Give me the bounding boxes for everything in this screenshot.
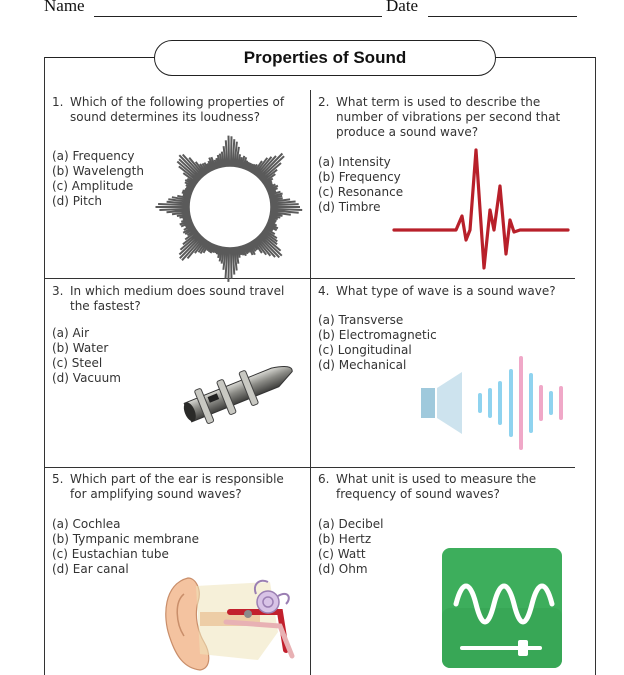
question-text: Which of the following properties of sou… xyxy=(70,95,285,124)
speaker-wave-icon xyxy=(421,356,563,450)
question-4: 4. What type of wave is a sound wave? xyxy=(318,284,568,299)
radial-wave-ring xyxy=(188,165,272,249)
option-c[interactable]: (c) Amplitude xyxy=(52,179,134,193)
name-label: Name xyxy=(44,0,85,15)
option-a[interactable]: (a) Air xyxy=(52,326,90,340)
row-divider-2 xyxy=(44,467,575,468)
date-label: Date xyxy=(386,0,419,15)
frequency-app-icon xyxy=(442,548,562,668)
option-b[interactable]: (b) Wavelength xyxy=(52,164,144,178)
question-number: 5. xyxy=(52,472,64,486)
worksheet-title: Properties of Sound xyxy=(154,40,496,76)
option-a[interactable]: (a) Cochlea xyxy=(52,517,121,531)
frame-right-border xyxy=(595,57,596,675)
option-a[interactable]: (a) Intensity xyxy=(318,155,391,169)
option-d[interactable]: (d) Ohm xyxy=(318,562,368,576)
option-d[interactable]: (d) Timbre xyxy=(318,200,381,214)
option-d[interactable]: (d) Pitch xyxy=(52,194,103,208)
question-text: What unit is used to measure the frequen… xyxy=(336,472,537,501)
option-b[interactable]: (b) Frequency xyxy=(318,170,401,184)
options-5: (a) Cochlea (b) Tympanic membrane (c) Eu… xyxy=(52,517,199,577)
question-6: 6. What unit is used to measure the freq… xyxy=(318,472,568,502)
options-1: (a) Frequency (b) Wavelength (c) Amplitu… xyxy=(52,149,144,209)
question-text: What type of wave is a sound wave? xyxy=(336,284,556,298)
option-b[interactable]: (b) Water xyxy=(52,341,109,355)
date-input-line[interactable] xyxy=(428,16,577,17)
option-b[interactable]: (b) Tympanic membrane xyxy=(52,532,200,546)
question-text: Which part of the ear is responsible for… xyxy=(70,472,284,501)
option-c[interactable]: (c) Steel xyxy=(52,356,103,370)
question-number: 2. xyxy=(318,95,330,109)
frame-left-border xyxy=(44,57,45,675)
option-c[interactable]: (c) Watt xyxy=(318,547,366,561)
option-a[interactable]: (a) Transverse xyxy=(318,313,404,327)
circular-waveform-icon xyxy=(155,135,303,282)
column-divider xyxy=(310,90,311,675)
question-text: In which medium does sound travel the fa… xyxy=(70,284,285,313)
question-5: 5. Which part of the ear is responsible … xyxy=(52,472,297,502)
question-number: 1. xyxy=(52,95,64,109)
option-d[interactable]: (d) Mechanical xyxy=(318,358,407,372)
option-c[interactable]: (c) Longitudinal xyxy=(318,343,412,357)
question-number: 4. xyxy=(318,284,330,298)
ear-anatomy-icon xyxy=(165,577,295,671)
question-2: 2. What term is used to describe the num… xyxy=(318,95,568,140)
metal-whistle-icon xyxy=(183,365,293,424)
options-6: (a) Decibel (b) Hertz (c) Watt (d) Ohm xyxy=(318,517,383,577)
question-number: 6. xyxy=(318,472,330,486)
option-b[interactable]: (b) Electromagnetic xyxy=(318,328,437,342)
question-3: 3. In which medium does sound travel the… xyxy=(52,284,297,314)
question-number: 3. xyxy=(52,284,64,298)
row-divider-1 xyxy=(44,278,575,279)
options-3: (a) Air (b) Water (c) Steel (d) Vacuum xyxy=(52,326,121,386)
option-d[interactable]: (d) Ear canal xyxy=(52,562,129,576)
option-c[interactable]: (c) Eustachian tube xyxy=(52,547,169,561)
question-text: What term is used to describe the number… xyxy=(336,95,561,139)
name-input-line[interactable] xyxy=(94,16,382,17)
option-d[interactable]: (d) Vacuum xyxy=(52,371,121,385)
radial-wave-strokes xyxy=(155,135,303,282)
options-4: (a) Transverse (b) Electromagnetic (c) L… xyxy=(318,313,437,373)
option-b[interactable]: (b) Hertz xyxy=(318,532,372,546)
red-sound-pulse-icon xyxy=(392,148,570,270)
question-1: 1. Which of the following properties of … xyxy=(52,95,297,125)
options-2: (a) Intensity (b) Frequency (c) Resonanc… xyxy=(318,155,403,215)
option-a[interactable]: (a) Decibel xyxy=(318,517,384,531)
option-a[interactable]: (a) Frequency xyxy=(52,149,135,163)
option-c[interactable]: (c) Resonance xyxy=(318,185,404,199)
